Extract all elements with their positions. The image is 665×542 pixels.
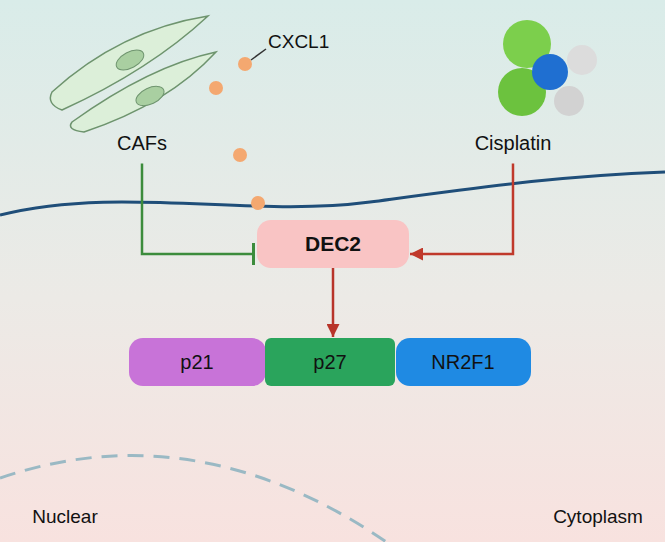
leader-line — [251, 49, 266, 60]
protein-box: p27 — [265, 338, 395, 386]
cell-membrane — [0, 172, 665, 215]
node-text: p21 — [180, 351, 213, 374]
gene-box: DEC2 — [257, 220, 409, 268]
protein-box: NR2F1 — [396, 338, 531, 386]
node-text: DEC2 — [305, 232, 361, 256]
cxcl1-dots — [209, 57, 265, 210]
signal-label: CXCL1 — [268, 31, 329, 53]
activation-arrow — [332, 268, 335, 337]
activation-arrow — [410, 164, 513, 255]
nuclear-membrane — [0, 456, 395, 542]
fibroblast-cells — [50, 16, 216, 132]
node-text: p27 — [313, 351, 346, 374]
inhibition-connector — [142, 164, 255, 255]
node-text: Cisplatin — [475, 132, 552, 155]
cisplatin-molecule — [498, 20, 597, 116]
drug-label: Cisplatin — [471, 127, 556, 160]
node-text: CAFs — [117, 132, 167, 155]
cell-label: CAFs — [113, 127, 171, 160]
protein-box: p21 — [129, 338, 266, 386]
node-text: NR2F1 — [431, 351, 494, 374]
compartment-label: Nuclear — [32, 506, 97, 528]
compartment-label: Cytoplasm — [553, 506, 643, 528]
